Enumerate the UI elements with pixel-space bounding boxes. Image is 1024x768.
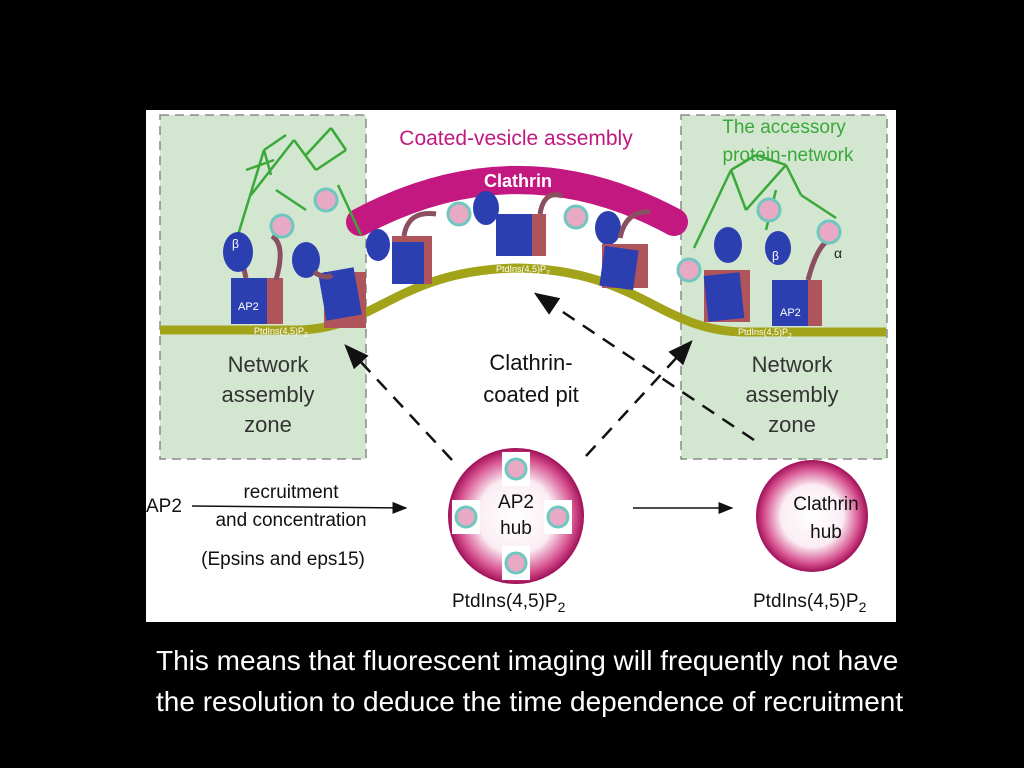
accessory-network-left bbox=[236, 127, 363, 236]
clathrin-hub-lipid: PtdIns(4,5)P2 bbox=[753, 591, 867, 615]
ap2-complex-coat-2 bbox=[473, 191, 563, 256]
concentration-label: and concentration bbox=[215, 510, 366, 531]
svg-text:assembly: assembly bbox=[222, 382, 315, 407]
svg-text:assembly: assembly bbox=[746, 382, 839, 407]
ap2-hub-lipid: PtdIns(4,5)P2 bbox=[452, 591, 566, 615]
ap2-hub-proteins bbox=[452, 452, 572, 580]
svg-text:zone: zone bbox=[768, 412, 816, 437]
ap2-hub-label-2: hub bbox=[500, 518, 532, 539]
accessory-protein-blobs bbox=[269, 187, 842, 283]
ap2-complex-right-2: β AP2 α bbox=[765, 231, 842, 326]
clathrin-coat bbox=[346, 166, 688, 236]
ap2-source-label: AP2 bbox=[146, 496, 182, 517]
membrane-label-right: PtdIns(4,5)P2 bbox=[738, 327, 792, 340]
ap2-hub bbox=[448, 448, 584, 584]
clathrin-label: Clathrin bbox=[484, 171, 552, 191]
pit-label: Clathrin- coated pit bbox=[483, 350, 578, 407]
ap2-complex-left-1: β AP2 bbox=[223, 232, 283, 324]
ap2-box-label-right: AP2 bbox=[780, 307, 801, 319]
diagram-canvas: Clathrin PtdIns(4,5)P2 PtdIns(4,5)P2 Ptd… bbox=[146, 114, 888, 615]
beta-label-left: β bbox=[232, 237, 239, 251]
ap2-hub-label-1: AP2 bbox=[498, 492, 534, 513]
ap2-complex-coat-1 bbox=[366, 210, 437, 284]
zone-left-label: Network assembly zone bbox=[222, 352, 315, 437]
ap2-complex-right-1 bbox=[703, 227, 750, 322]
diagram-title: Coated-vesicle assembly bbox=[399, 127, 633, 150]
slide-caption: This means that fluorescent imaging will… bbox=[156, 645, 904, 717]
accessory-network-right bbox=[692, 153, 837, 249]
svg-text:zone: zone bbox=[244, 412, 292, 437]
svg-text:Clathrin-: Clathrin- bbox=[489, 350, 572, 375]
clathrin-hub bbox=[756, 460, 868, 572]
zone-right-label: Network assembly zone bbox=[746, 352, 839, 437]
recruitment-label: recruitment bbox=[243, 482, 339, 503]
alpha-label-right: α bbox=[834, 245, 842, 261]
accessory-network-label-2: protein-network bbox=[723, 145, 854, 166]
dashed-arrows bbox=[344, 292, 755, 461]
ap2-complex-coat-3 bbox=[595, 209, 651, 291]
accessory-network-label-1: The accessory bbox=[722, 117, 846, 138]
svg-text:coated pit: coated pit bbox=[483, 382, 578, 407]
recruitment-arrow bbox=[191, 501, 408, 514]
endocytosis-diagram: Clathrin PtdIns(4,5)P2 PtdIns(4,5)P2 Ptd… bbox=[146, 110, 896, 622]
beta-label-right: β bbox=[772, 249, 779, 263]
clathrin-hub-label-2: hub bbox=[810, 522, 842, 543]
svg-text:Network: Network bbox=[752, 352, 834, 377]
svg-text:Network: Network bbox=[228, 352, 310, 377]
ap2-box-label-left: AP2 bbox=[238, 301, 259, 313]
membrane-label-center: PtdIns(4,5)P2 bbox=[496, 264, 550, 277]
ap2-complex-left-2 bbox=[292, 242, 366, 328]
membrane-label-left: PtdIns(4,5)P2 bbox=[254, 326, 308, 339]
recruitment-note: (Epsins and eps15) bbox=[201, 549, 365, 570]
clathrin-hub-label-1: Clathrin bbox=[793, 494, 858, 515]
